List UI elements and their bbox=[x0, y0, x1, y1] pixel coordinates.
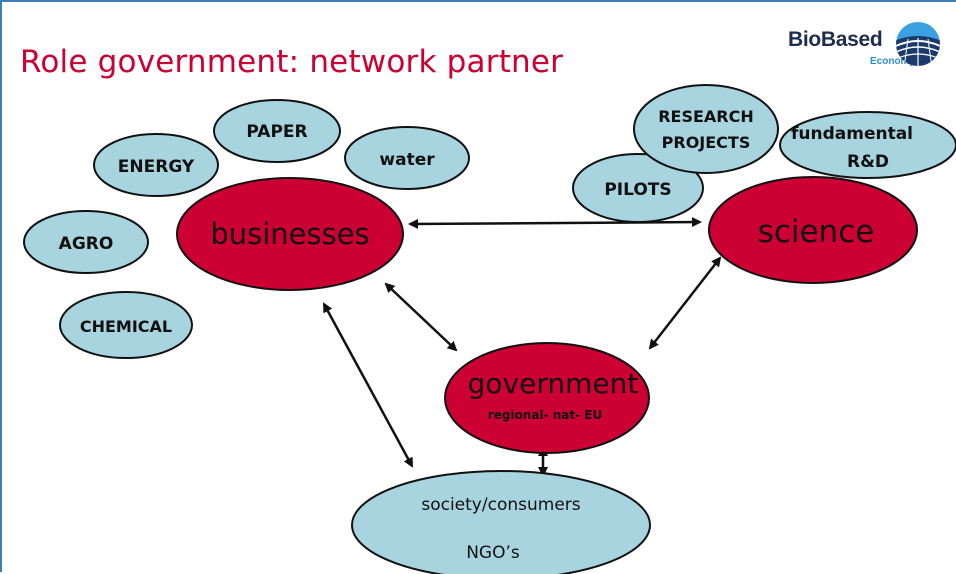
node-energy-label: ENERGY bbox=[118, 157, 195, 177]
node-pilots: PILOTS bbox=[572, 153, 704, 223]
node-paper-label: PAPER bbox=[246, 122, 307, 142]
logo-subtitle: Economy bbox=[870, 56, 916, 67]
node-chemical-label: CHEMICAL bbox=[80, 317, 172, 336]
node-agro: AGRO bbox=[23, 210, 149, 274]
node-society-consumers: society/consumers NGO’s bbox=[351, 470, 651, 574]
node-fundamental-rd: fundamental R&D bbox=[779, 111, 956, 179]
node-government-sublabel: regional- nat- EU bbox=[488, 408, 602, 422]
node-research-line1: RESEARCH bbox=[658, 107, 754, 126]
logo-globe-icon bbox=[896, 22, 940, 66]
biobased-logo: BioBased Economy bbox=[788, 20, 944, 78]
logo-name: BioBased bbox=[788, 28, 883, 51]
node-ngo-label: NGO’s bbox=[466, 543, 520, 563]
node-science-label: science bbox=[758, 214, 875, 250]
node-agro-label: AGRO bbox=[59, 234, 114, 254]
node-energy: ENERGY bbox=[93, 133, 219, 197]
node-fundamental-line2: R&D bbox=[847, 152, 889, 172]
arrow-businesses-government bbox=[384, 282, 458, 352]
node-research-line2: PROJECTS bbox=[662, 133, 751, 152]
node-fundamental-line1: fundamental bbox=[791, 124, 913, 144]
node-government: government regional- nat- EU bbox=[444, 342, 650, 454]
node-government-label: government bbox=[468, 367, 639, 400]
node-pilots-label: PILOTS bbox=[604, 180, 671, 200]
slide-title: Role government: network partner bbox=[20, 44, 564, 80]
node-chemical: CHEMICAL bbox=[59, 291, 193, 359]
arrow-businesses-society bbox=[322, 302, 414, 468]
node-businesses-label: businesses bbox=[210, 217, 369, 251]
node-paper: PAPER bbox=[213, 99, 341, 163]
node-water-label: water bbox=[379, 150, 435, 170]
node-businesses: businesses bbox=[176, 177, 404, 291]
arrow-science-government bbox=[648, 256, 722, 350]
node-science: science bbox=[708, 176, 918, 284]
node-society-label: society/consumers bbox=[421, 495, 580, 515]
arrow-businesses-science bbox=[408, 217, 702, 229]
node-research-projects: RESEARCH PROJECTS bbox=[633, 84, 779, 174]
node-water: water bbox=[344, 126, 470, 190]
